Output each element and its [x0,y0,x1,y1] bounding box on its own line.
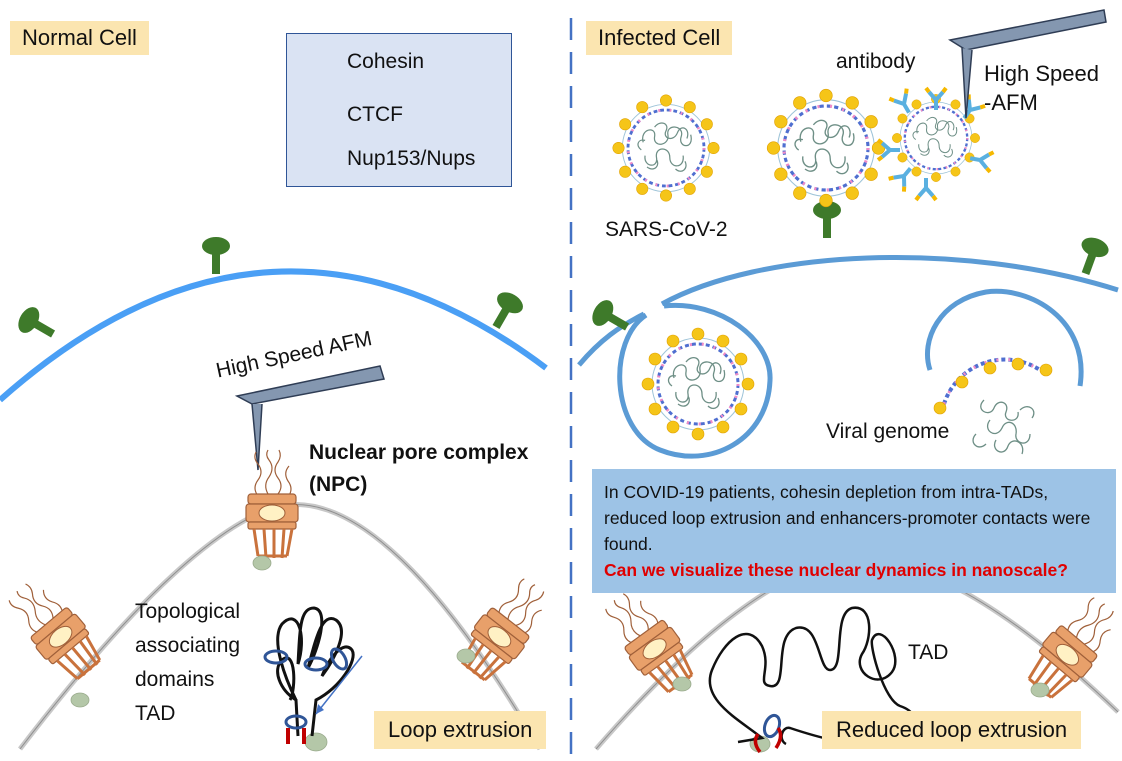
legend-label-nup: Nup153/Nups [347,147,476,170]
ctcf-marker-right [753,726,783,754]
nup-blob-left-1 [252,555,272,571]
tad-label-line3: domains [135,668,215,691]
npc-left-right [449,569,561,690]
extrusion-arrow [315,655,363,715]
infected-cell-tag: Infected Cell [586,21,733,55]
legend-label-cohesin: Cohesin [347,50,425,73]
antibody-label: antibody [836,50,916,73]
cell-membrane-right [577,255,1119,367]
nup-blob-right-2 [1030,682,1050,698]
afm-label-right-line1: High Speed [984,61,1099,86]
nup-blob-right-1 [672,676,692,692]
receptor-right-3 [1072,234,1112,279]
npc-left-side [0,570,111,690]
afm-label-right-line2: -AFM [984,90,1038,115]
tad-label-line2: associating [135,634,241,657]
loop-extrusion-tag: Loop extrusion [374,711,547,749]
legend-label-ctcf: CTCF [347,103,403,126]
afm-cantilever-right [947,9,1107,119]
nup-blob-left-3 [456,648,476,664]
legend-box: Cohesin CTCF Nup153/Nups [286,33,512,187]
tad-label-line1: Topological [135,600,241,623]
receptor-left-1 [14,303,61,347]
info-box: In COVID-19 patients, cohesin depletion … [592,469,1116,593]
virus-endosome [640,326,756,442]
nup-blob-left-2 [70,692,90,708]
npc-left-top [244,448,300,560]
endosome-left [617,302,773,459]
nup-blob-left-4 [304,732,328,752]
ctcf-marker-left [286,728,306,744]
sars-cov-2-label: SARS-CoV-2 [605,218,728,241]
virus-1 [611,93,721,203]
cell-membrane-left [0,268,548,403]
virus-2 [765,87,887,209]
normal-cell-tag: Normal Cell [10,21,149,55]
receptor-left-2 [202,237,230,274]
viral-genome-label: Viral genome [826,420,950,443]
info-question: Can we visualize these nuclear dynamics … [604,560,1068,580]
viral-genome-release [933,357,1053,455]
tad-label-right: TAD [908,641,949,664]
npc-label-line2: (NPC) [309,473,368,496]
afm-cantilever-left [234,365,385,471]
endosome-right [924,288,1084,387]
npc-label-line1: Nuclear pore complex [309,441,529,464]
reduced-loop-extrusion-tag: Reduced loop extrusion [822,711,1082,749]
tad-label-line4: TAD [135,702,176,725]
cohesin-rings-left [263,647,349,730]
info-text: In COVID-19 patients, cohesin depletion … [604,482,1091,554]
